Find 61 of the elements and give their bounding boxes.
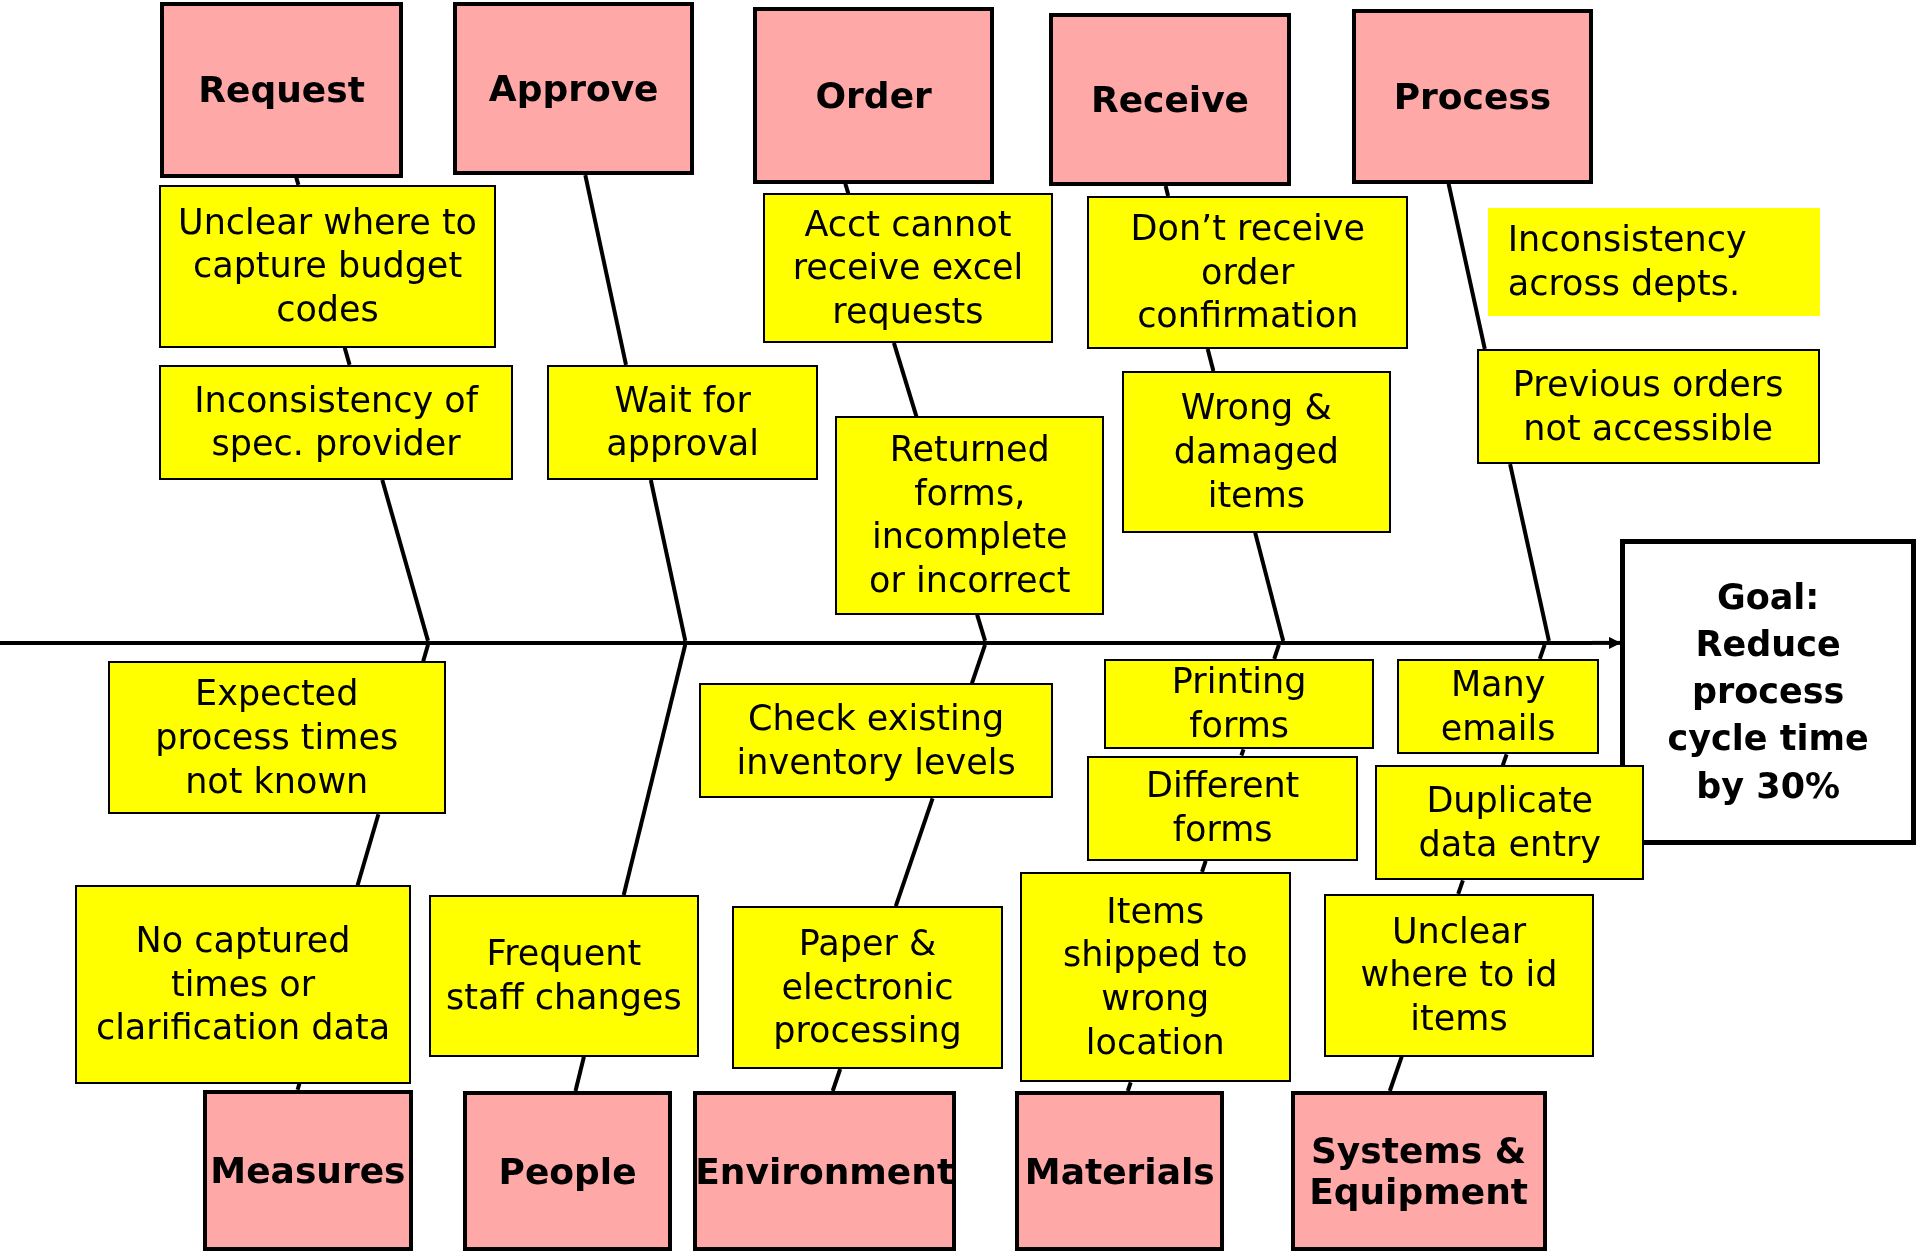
category-box: Approve bbox=[453, 2, 695, 176]
bone-line bbox=[1239, 748, 1246, 757]
bone-line bbox=[355, 813, 381, 886]
cause-note: Unclear where to capture budget codes bbox=[159, 184, 496, 348]
bone-line bbox=[648, 479, 688, 642]
bone-line bbox=[1500, 753, 1509, 766]
arrow bbox=[1591, 636, 1621, 649]
cause-note: Previous orders not accessible bbox=[1476, 348, 1820, 465]
bone-line bbox=[1456, 879, 1465, 895]
bone-line bbox=[342, 347, 352, 366]
bone-line bbox=[843, 183, 851, 195]
bone-line bbox=[421, 644, 430, 662]
bone-line bbox=[892, 342, 919, 417]
cause-note: Inconsistency of spec. provider bbox=[159, 364, 514, 480]
bone-line bbox=[1446, 183, 1487, 350]
bone-line bbox=[1125, 1081, 1133, 1092]
bone-line bbox=[380, 479, 430, 642]
bone-line bbox=[621, 644, 688, 896]
cause-note: Printing forms bbox=[1104, 658, 1374, 750]
cause-note: Check existing inventory levels bbox=[699, 683, 1054, 799]
category-box: Process bbox=[1351, 8, 1594, 184]
cause-note: Different forms bbox=[1087, 755, 1358, 861]
cause-note: Acct cannot receive excel requests bbox=[762, 193, 1054, 343]
bone-line bbox=[975, 614, 987, 642]
bone-line bbox=[830, 1068, 843, 1092]
cause-note: Items shipped to wrong location bbox=[1020, 871, 1291, 1083]
cause-note: Many emails bbox=[1397, 658, 1600, 755]
cause-note: Don’t receive order confirmation bbox=[1087, 195, 1409, 349]
bone-line bbox=[1253, 532, 1286, 642]
cause-note: Unclear where to id items bbox=[1323, 893, 1595, 1057]
goal-box: Goal: Reduce process cycle time by 30% bbox=[1620, 538, 1917, 845]
bone-line bbox=[295, 1083, 302, 1091]
cause-note: Duplicate data entry bbox=[1375, 765, 1645, 881]
category-box: Systems & Equipment bbox=[1290, 1091, 1547, 1252]
cause-note: Paper & electronic processing bbox=[732, 906, 1003, 1069]
category-box: Request bbox=[160, 2, 403, 178]
category-box: Measures bbox=[203, 1089, 413, 1252]
category-box: Environment bbox=[693, 1091, 957, 1252]
category-box: Order bbox=[753, 7, 995, 184]
cause-note: Expected process times not known bbox=[107, 661, 446, 815]
cause-note: Frequent staff changes bbox=[428, 895, 700, 1057]
bone-line bbox=[294, 177, 301, 186]
bone-line bbox=[1163, 185, 1171, 197]
bone-line bbox=[1272, 644, 1281, 660]
category-box: Materials bbox=[1015, 1091, 1225, 1252]
bone-line bbox=[1537, 644, 1547, 660]
bone-line bbox=[970, 644, 987, 684]
cause-note: Wrong & damaged items bbox=[1121, 371, 1391, 533]
cause-note: Returned forms, incomplete or incorrect bbox=[835, 416, 1105, 615]
bone-line bbox=[1200, 860, 1208, 873]
cause-note: Inconsistency across depts. bbox=[1487, 208, 1820, 316]
cause-note: No captured times or clarification data bbox=[74, 885, 412, 1084]
category-box: Receive bbox=[1049, 13, 1291, 187]
bone-line bbox=[573, 1056, 586, 1092]
bone-line bbox=[1508, 463, 1551, 642]
bone-line bbox=[1205, 348, 1216, 372]
cause-note: Wait for approval bbox=[547, 364, 818, 480]
category-box: People bbox=[462, 1091, 673, 1252]
bone-line bbox=[893, 797, 935, 907]
bone-line bbox=[1387, 1056, 1404, 1092]
bone-line bbox=[583, 174, 628, 366]
